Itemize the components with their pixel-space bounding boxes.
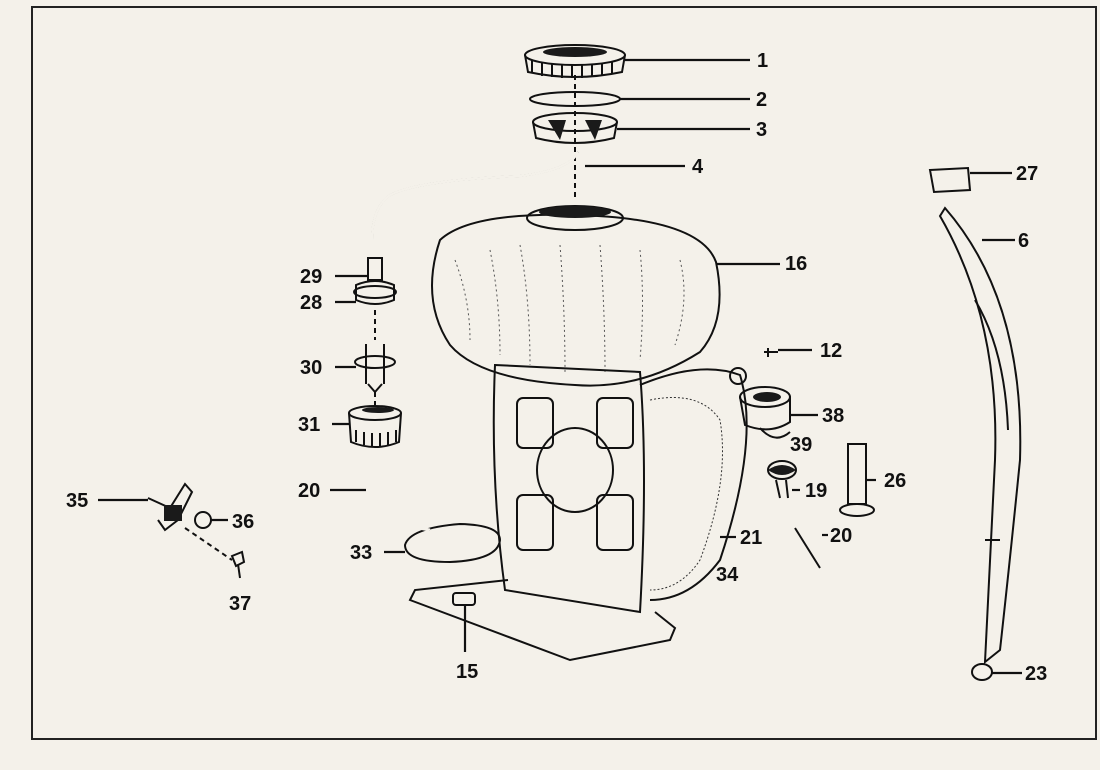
callout-3: 3 bbox=[756, 119, 767, 141]
callout-26: 26 bbox=[884, 470, 906, 492]
callout-2: 2 bbox=[756, 89, 767, 111]
callout-15: 15 bbox=[456, 661, 478, 683]
callout-27: 27 bbox=[1016, 163, 1038, 185]
callout-23: 23 bbox=[1025, 663, 1047, 685]
callout-33: 33 bbox=[350, 542, 372, 564]
callout-labels: 1 2 3 4 16 29 28 30 31 20 33 35 36 37 15… bbox=[66, 50, 1047, 685]
callout-37: 37 bbox=[229, 593, 251, 615]
part-base-tube bbox=[408, 579, 677, 662]
callout-12: 12 bbox=[820, 340, 842, 362]
part-tank bbox=[431, 205, 721, 387]
callout-6: 6 bbox=[1018, 230, 1029, 252]
part-frame-backplate bbox=[492, 363, 748, 614]
callout-31: 31 bbox=[298, 414, 320, 436]
callout-19: 19 bbox=[805, 480, 827, 502]
callout-20-right: 20 bbox=[830, 525, 852, 547]
leader-lines bbox=[98, 58, 1022, 675]
callout-35: 35 bbox=[66, 490, 88, 512]
diagram-frame bbox=[31, 6, 1097, 740]
part-hose-20-left bbox=[372, 460, 431, 531]
callout-36: 36 bbox=[232, 511, 254, 533]
callout-38: 38 bbox=[822, 405, 844, 427]
callout-16: 16 bbox=[785, 253, 807, 275]
callout-4: 4 bbox=[692, 156, 704, 178]
callout-39: 39 bbox=[790, 434, 812, 456]
part-right-fittings bbox=[729, 348, 875, 569]
callout-34: 34 bbox=[716, 564, 739, 586]
part-pad bbox=[403, 522, 502, 564]
callout-20-left: 20 bbox=[298, 480, 320, 502]
part-shoulder-strap bbox=[928, 166, 1022, 681]
part-valve-assembly bbox=[147, 482, 246, 579]
callout-30: 30 bbox=[300, 357, 322, 379]
part-fittings-stack bbox=[348, 257, 402, 448]
callout-1: 1 bbox=[757, 50, 768, 72]
part-clip-15 bbox=[452, 592, 476, 606]
callout-29: 29 bbox=[300, 266, 322, 288]
callout-21: 21 bbox=[740, 527, 762, 549]
callout-28: 28 bbox=[300, 292, 322, 314]
part-tank-cap bbox=[524, 44, 626, 78]
